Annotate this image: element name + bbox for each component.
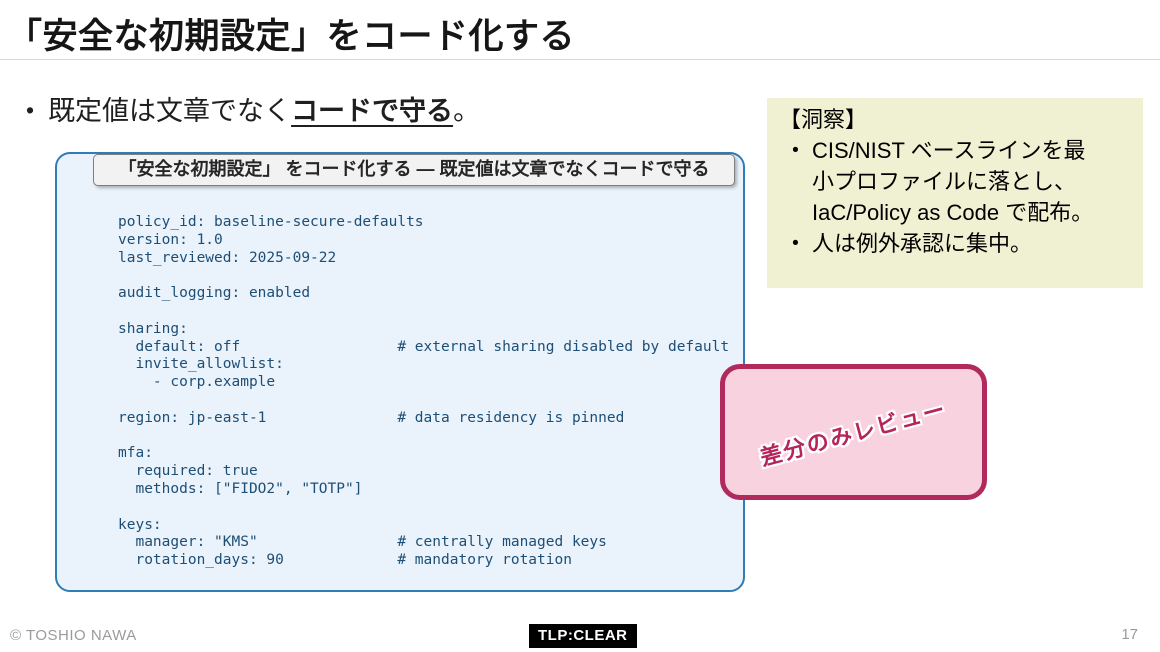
insight-item: • CIS/NIST ベースラインを最 小プロファイルに落とし、 IaC/Pol… — [779, 135, 1131, 228]
insight-item-text: 人は例外承認に集中。 — [812, 231, 1033, 256]
code-panel-header: 「安全な初期設定」 をコード化する — 既定値は文章でなくコードで守る — [93, 154, 735, 186]
insight-box: 【洞察】 • CIS/NIST ベースラインを最 小プロファイルに落とし、 Ia… — [767, 98, 1143, 288]
tlp-clear-badge: TLP:CLEAR — [529, 624, 637, 648]
review-sticker-label: 差分のみレビュー — [757, 396, 950, 471]
footer-copyright: © TOSHIO NAWA — [10, 627, 137, 644]
policy-code-block: policy_id: baseline-secure-defaults vers… — [118, 214, 730, 569]
insight-list: • CIS/NIST ベースラインを最 小プロファイルに落とし、 IaC/Pol… — [779, 135, 1131, 259]
lead-bullet: • 既定値は文章でなくコードで守る。 — [26, 89, 480, 128]
slide-title: 「安全な初期設定」をコード化する — [7, 17, 576, 56]
lead-bullet-suffix: 。 — [453, 96, 481, 126]
insight-item: • 人は例外承認に集中。 — [779, 228, 1131, 259]
insight-item-text: CIS/NIST ベースラインを最 小プロファイルに落とし、 IaC/Polic… — [812, 138, 1094, 225]
code-panel: 「安全な初期設定」 をコード化する — 既定値は文章でなくコードで守る poli… — [55, 152, 745, 592]
insight-heading: 【洞察】 — [779, 107, 868, 132]
bullet-marker: • — [792, 140, 799, 161]
page-number: 17 — [1121, 626, 1138, 643]
lead-bullet-prefix: 既定値は文章でなく — [48, 96, 292, 126]
review-sticker: 差分のみレビュー — [720, 364, 987, 500]
lead-bullet-emphasis: コードで守る — [291, 96, 454, 126]
title-divider — [0, 59, 1160, 60]
bullet-marker: • — [792, 233, 799, 254]
bullet-marker: • — [26, 97, 35, 123]
